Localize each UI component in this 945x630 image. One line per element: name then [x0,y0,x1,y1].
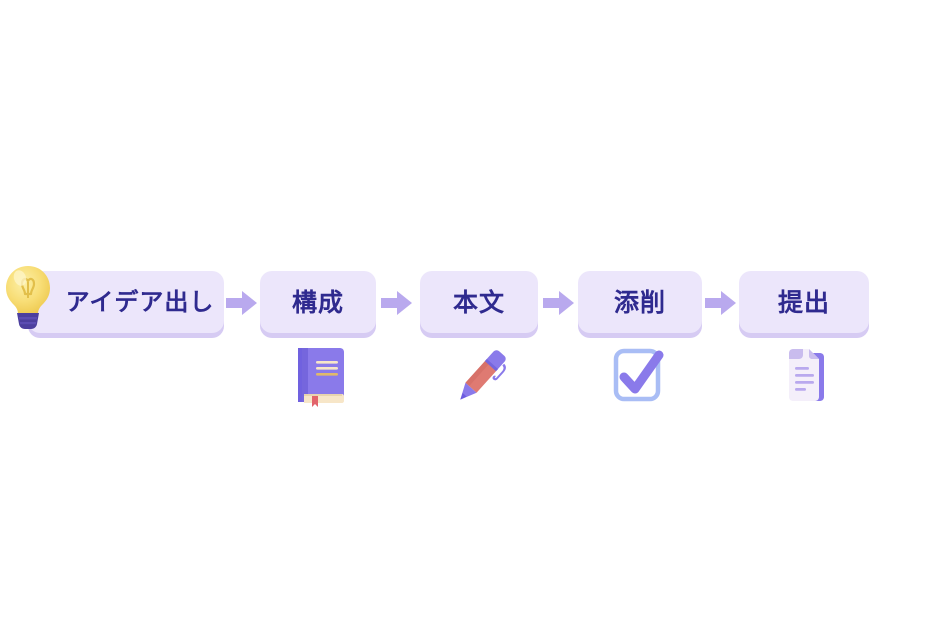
book-icon [290,344,350,408]
pen-icon [450,345,510,409]
flow-step-5-box[interactable]: 提出 [739,271,869,333]
flow-step-1-box[interactable]: アイデア出し [28,271,224,333]
flow-step-1[interactable]: アイデア出し [28,271,224,333]
flow-step-4[interactable]: 添削 [578,271,702,333]
flow-step-2-label: 構成 [291,287,344,317]
flow-step-3-box[interactable]: 本文 [420,271,538,333]
flow-step-3-label: 本文 [452,287,505,317]
flow-step-2[interactable]: 構成 [260,271,376,333]
flow-step-3[interactable]: 本文 [420,271,538,333]
flow-step-4-label: 添削 [613,287,666,317]
lightbulb-icon [2,258,54,332]
document-icon [776,345,836,409]
flow-step-2-box[interactable]: 構成 [260,271,376,333]
flow-step-5-label: 提出 [777,287,830,317]
arrow-right-icon-2 [381,288,413,318]
arrow-right-icon-1 [226,288,258,318]
flow-step-1-label: アイデア出し [65,288,215,316]
checkbox-checked-icon [610,346,670,410]
flow-step-5[interactable]: 提出 [739,271,869,333]
arrow-right-icon-3 [543,288,575,318]
flow-step-4-box[interactable]: 添削 [578,271,702,333]
arrow-right-icon-4 [705,288,737,318]
